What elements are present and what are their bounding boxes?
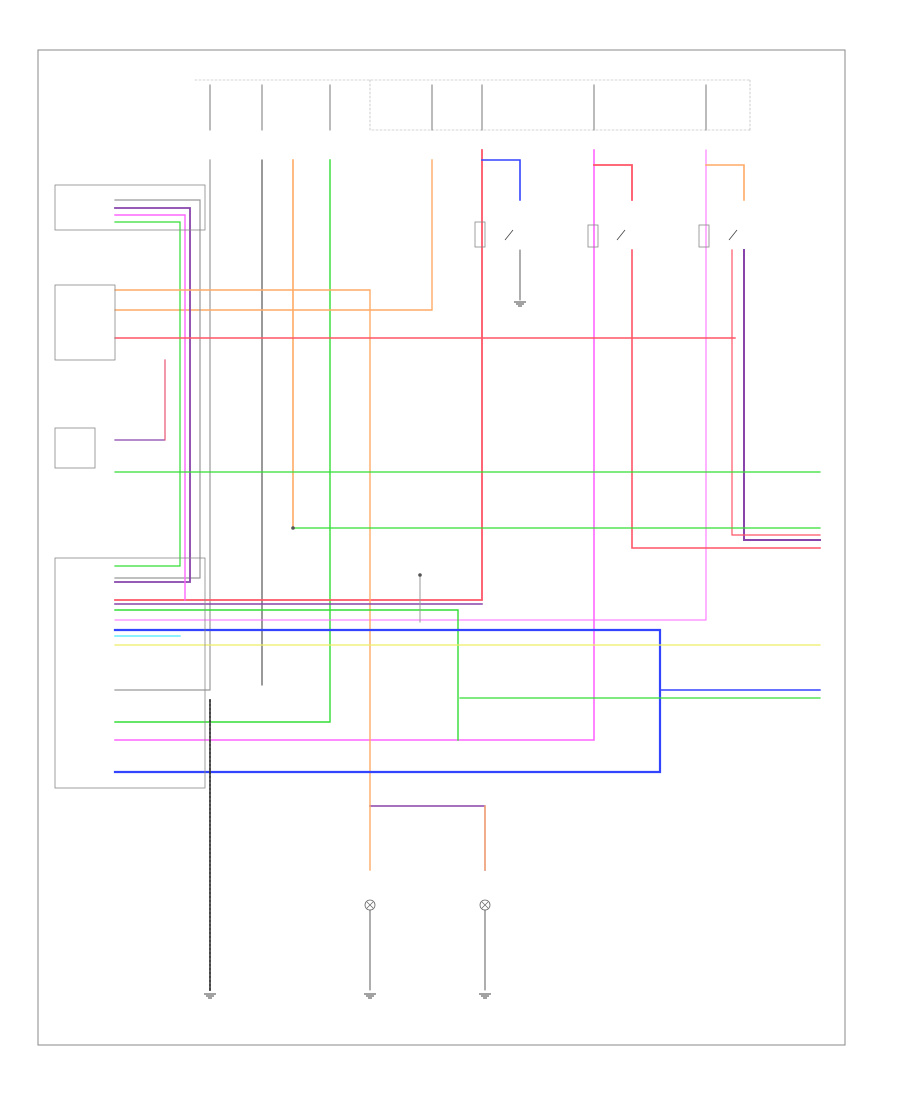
wire-sw-4 [114, 221, 181, 567]
lamp-right-icon [479, 899, 491, 911]
wire-sw-3 [114, 214, 186, 601]
relay-2-coil [587, 224, 599, 248]
ground-lamp-left-icon [364, 993, 376, 999]
diagram-frame [37, 49, 846, 1046]
wire-sw-1 [114, 199, 201, 579]
splice-center [418, 573, 422, 577]
wire-lamp-feed [369, 805, 486, 871]
wire-cu-3 [113, 628, 662, 774]
wire-relay-2-coil [593, 164, 633, 201]
wire-layer [113, 149, 821, 991]
light-switch-block [54, 284, 116, 361]
relay-3-switch-icon [728, 229, 738, 241]
splice-mid-green [291, 526, 295, 530]
wire-relay-2-feed [114, 149, 595, 741]
wire-relay-2-out [631, 249, 821, 549]
lamp-left-icon [364, 899, 376, 911]
ground-lamp-right-icon [479, 993, 491, 999]
relay-1-ground-icon [514, 301, 526, 307]
relay-2-switch-icon [616, 229, 626, 241]
wire-relay-3-out [743, 249, 821, 541]
wire-sw-2 [114, 207, 191, 583]
relay-1-switch-icon [504, 229, 514, 241]
relay-1-coil [474, 221, 486, 248]
component-layer [54, 79, 751, 999]
wire-feed-1 [114, 159, 211, 691]
wire-light-1 [114, 289, 371, 807]
wire-cu-2 [114, 609, 459, 741]
wire-relay-1-coil [481, 159, 521, 201]
fuse-box-outline [369, 79, 751, 131]
wire-relay-1-feed [114, 149, 483, 601]
door-switch-block [54, 427, 96, 469]
wire-feed-5 [114, 159, 433, 311]
ground-left-icon [204, 993, 216, 999]
control-unit-block [54, 557, 206, 789]
wire-door-sw-1 [114, 359, 166, 441]
wire-feed-4 [114, 159, 331, 723]
relay-3-coil [698, 224, 710, 248]
switch-block-top [54, 184, 206, 231]
wire-relay-3-out-b [731, 249, 821, 536]
wire-relay-3-coil [705, 164, 745, 201]
wire-relay-3-feed [114, 149, 707, 621]
